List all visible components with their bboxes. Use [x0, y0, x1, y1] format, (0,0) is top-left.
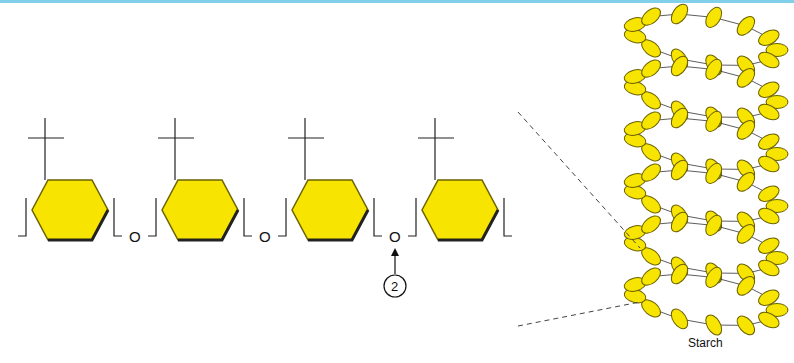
glucose-unit: [756, 101, 782, 123]
glucose-chain: [18, 118, 512, 240]
side-group: [304, 118, 305, 180]
glucose-unit: [756, 309, 782, 331]
zoom-line: [518, 302, 640, 326]
side-group: [434, 118, 435, 180]
glucose-ring: [422, 180, 498, 240]
glucose-unit: [734, 221, 758, 246]
bond-line: [278, 198, 286, 236]
side-group: [174, 118, 175, 180]
bond-line: [244, 198, 252, 236]
oxygen-link: O: [128, 229, 142, 244]
top-rule: [0, 0, 794, 3]
glucose-unit: [668, 261, 691, 287]
side-group: [28, 137, 64, 138]
glucose-unit: [703, 57, 725, 83]
glucose-ring: [162, 180, 238, 240]
callout-number: 2: [391, 280, 398, 293]
glucose-unit: [756, 287, 782, 309]
glucose-unit: [638, 5, 663, 29]
glucose-unit: [756, 27, 782, 49]
bond-line: [374, 198, 382, 236]
glucose-unit: [734, 313, 758, 338]
glucose-unit: [703, 5, 725, 31]
callout-circle: [384, 275, 406, 297]
bond-line: [408, 198, 416, 236]
ring-shadow: [308, 210, 368, 240]
glucose-unit: [703, 265, 725, 291]
oxygen-link: O: [388, 229, 402, 244]
glucose-unit: [668, 306, 691, 332]
caption-label: Starch: [688, 337, 723, 349]
glucose-ring: [32, 180, 108, 240]
glucose-unit: [756, 183, 782, 205]
glucose-unit: [668, 209, 691, 235]
glucose-unit: [756, 235, 782, 257]
glucose-unit: [703, 312, 725, 338]
bond-line: [504, 198, 512, 236]
glucose-unit: [668, 1, 691, 27]
side-group: [418, 137, 454, 138]
ring-shadow: [48, 210, 108, 240]
glucose-unit: [638, 161, 663, 185]
glucose-unit: [703, 161, 725, 187]
glucose-unit: [668, 53, 691, 79]
ring-shadow: [438, 210, 498, 240]
side-group: [158, 137, 194, 138]
glucose-unit: [756, 205, 782, 227]
glucose-unit: [703, 109, 725, 135]
bond-line: [148, 198, 156, 236]
callout-arrowhead: [391, 248, 399, 256]
bond-line: [18, 198, 26, 236]
glucose-unit: [734, 13, 758, 38]
glucose-unit: [703, 213, 725, 239]
side-group: [44, 118, 45, 180]
glucose-unit: [638, 57, 663, 81]
glucose-unit: [668, 105, 691, 131]
glucose-unit: [734, 169, 758, 194]
glucose-unit: [734, 117, 758, 142]
glucose-unit: [756, 153, 782, 175]
glucose-unit: [734, 273, 758, 298]
glucose-unit: [638, 265, 663, 289]
glucose-unit: [734, 65, 758, 90]
glucose-unit: [638, 213, 663, 237]
oxygen-link: O: [258, 229, 272, 244]
zoom-line: [518, 112, 640, 248]
side-group: [288, 137, 324, 138]
glucose-ring: [292, 180, 368, 240]
glucose-unit: [668, 157, 691, 183]
ring-shadow: [178, 210, 238, 240]
starch-helix: [623, 1, 788, 338]
glucose-unit: [756, 79, 782, 101]
glucose-unit: [756, 257, 782, 279]
glucose-unit: [756, 49, 782, 71]
glucose-unit: [756, 131, 782, 153]
glucose-unit: [638, 109, 663, 133]
bond-line: [114, 198, 122, 236]
